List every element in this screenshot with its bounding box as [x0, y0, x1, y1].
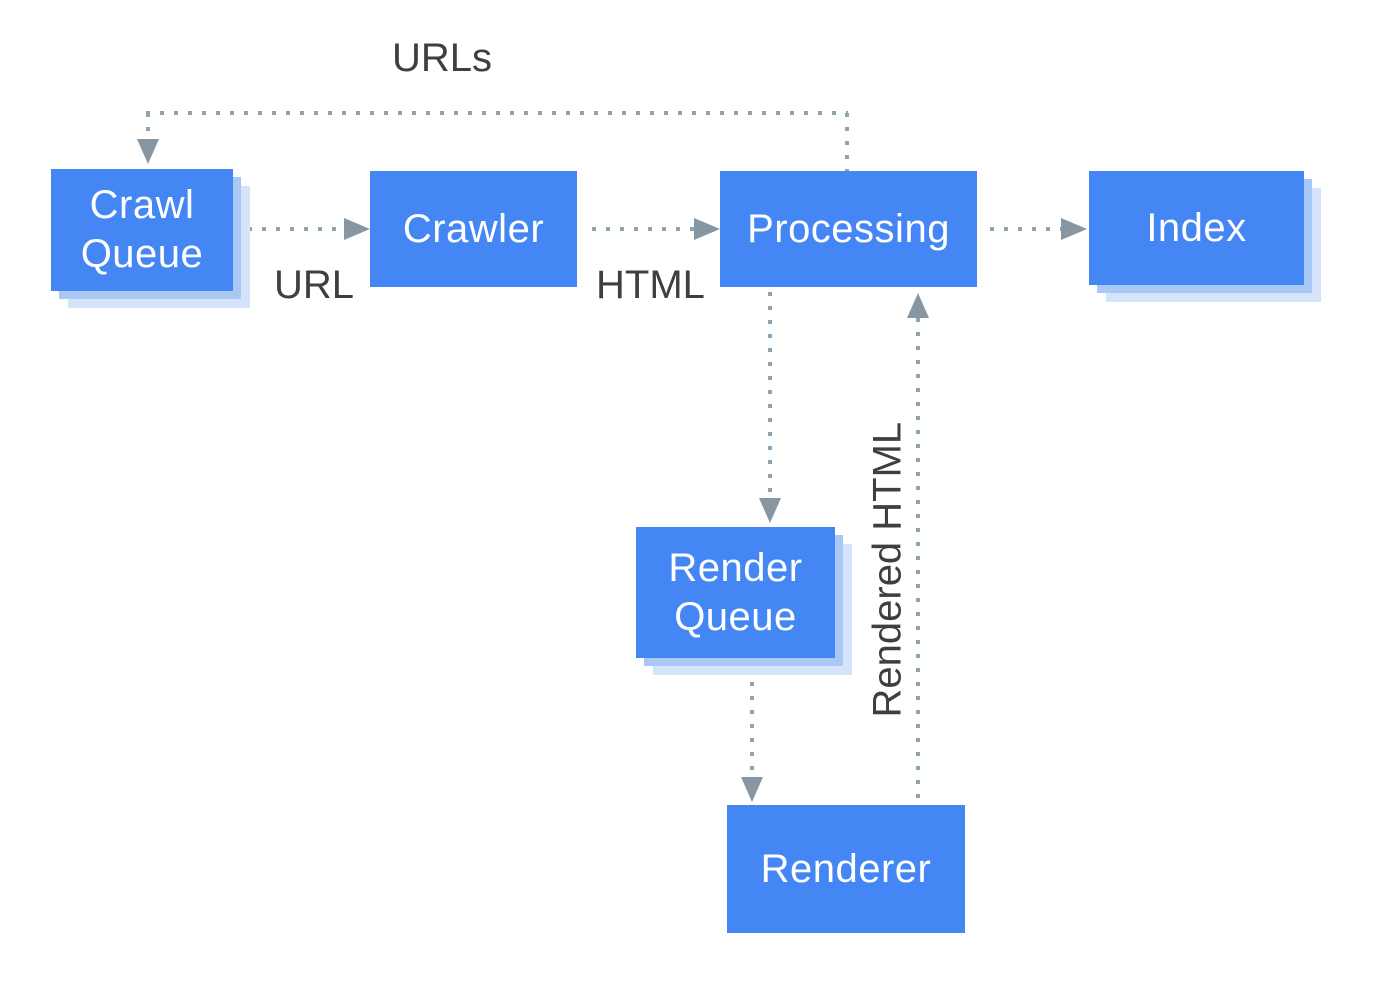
node-render-queue-label: Render Queue	[668, 545, 803, 639]
edge-renderer-to-processing-line	[916, 318, 920, 805]
node-crawler-label: Crawler	[402, 206, 545, 251]
node-index: Index	[1089, 171, 1304, 285]
node-renderer: Renderer	[727, 805, 965, 933]
node-crawl-queue: Crawl Queue	[51, 169, 233, 291]
arrowhead-into-renderer-icon	[741, 777, 763, 802]
edge-processing-to-crawl-queue-line	[146, 111, 848, 115]
arrowhead-into-crawl-queue-icon	[137, 139, 159, 164]
arrowhead-into-index-icon	[1061, 218, 1087, 240]
arrowhead-into-render-queue-icon	[759, 498, 781, 523]
arrowhead-into-crawler-icon	[344, 218, 370, 240]
arrowhead-into-processing-bottom-icon	[907, 293, 929, 318]
edge-render-queue-to-renderer-line	[750, 668, 754, 776]
node-crawl-queue-label: Crawl Queue	[80, 183, 204, 276]
edge-processing-to-render-queue-line	[768, 292, 772, 498]
edge-processing-to-crawl-queue-drop	[146, 113, 150, 141]
node-crawler: Crawler	[370, 171, 577, 287]
node-renderer-label: Renderer	[760, 846, 932, 891]
node-processing-label: Processing	[747, 206, 950, 251]
edge-label-html: HTML	[596, 263, 705, 307]
edge-label-url: URL	[274, 263, 355, 307]
edge-label-urls: URLs	[392, 36, 493, 80]
arrowhead-into-processing-icon	[694, 218, 720, 240]
node-processing: Processing	[720, 171, 977, 287]
edge-crawler-to-processing-line	[592, 227, 694, 231]
edge-label-rendered-html: Rendered HTML	[865, 421, 910, 718]
edge-crawl-queue-to-crawler-line	[248, 227, 344, 231]
edge-processing-to-crawl-queue-riser	[845, 113, 849, 171]
node-render-queue: Render Queue	[636, 527, 835, 658]
edge-processing-to-index-line	[990, 227, 1061, 231]
node-index-label: Index	[1146, 205, 1247, 250]
